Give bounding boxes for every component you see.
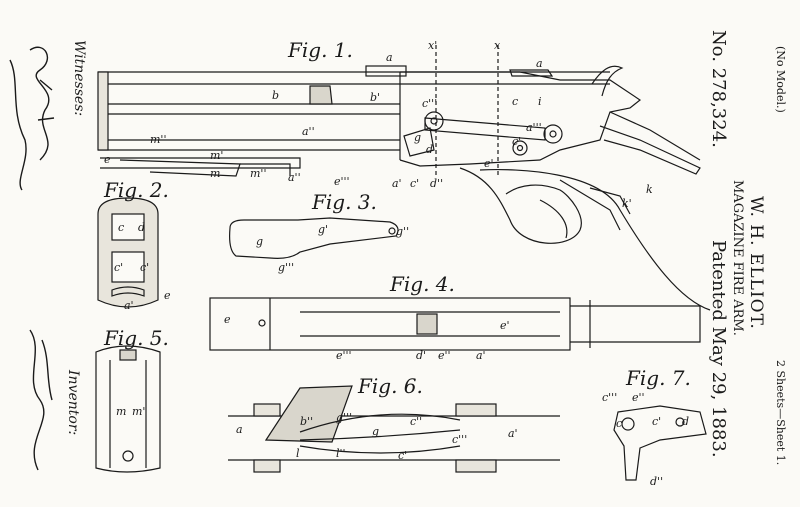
fig1-ref-letter: d bbox=[426, 143, 434, 156]
fig1-ref-letter: e bbox=[104, 153, 111, 166]
fig1-ref-letter: g bbox=[414, 131, 422, 144]
fig1-ref-letter: i bbox=[538, 95, 542, 108]
fig1-ref-letter: a'' bbox=[302, 125, 315, 138]
fig5-ref-letter: m bbox=[116, 405, 127, 418]
fig2-ref-letter: c' bbox=[140, 261, 150, 274]
fig6-ref-letter: l bbox=[296, 447, 300, 460]
fig1-ref-letter: c''' bbox=[422, 97, 438, 110]
fig4-ref-letter: e bbox=[224, 313, 231, 326]
fig6-ref-letter: a bbox=[236, 423, 243, 436]
fig1-title: Fig. 1. bbox=[288, 38, 353, 62]
fig2-ref-letter: c' bbox=[114, 261, 124, 274]
patent-number: No. 278,324. bbox=[708, 30, 729, 148]
fig2-ref-letter: d bbox=[138, 221, 146, 234]
fig3-title: Fig. 3. bbox=[312, 190, 377, 214]
fig5-drawing bbox=[95, 345, 161, 473]
fig3-ref-letter: g bbox=[256, 235, 264, 248]
fig1-ref-letter: a''' bbox=[526, 121, 542, 134]
fig2-ref-letter: c bbox=[118, 221, 125, 234]
model-note: (No Model.) bbox=[774, 46, 787, 113]
fig6-title: Fig. 6. bbox=[358, 374, 423, 398]
fig4-title: Fig. 4. bbox=[390, 272, 455, 296]
patent-date: Patented May 29, 1883. bbox=[708, 240, 729, 458]
fig5-ref-letter: m' bbox=[132, 405, 146, 418]
fig6-ref-letter: l'' bbox=[336, 447, 346, 460]
fig1-ref-letter: a bbox=[386, 51, 393, 64]
fig3-drawing bbox=[229, 217, 399, 259]
fig6-ref-letter: g''' bbox=[336, 411, 353, 424]
inventor-signature bbox=[29, 329, 53, 471]
fig1-ref-letter: e' bbox=[484, 157, 494, 170]
fig1-ref-letter: m'' bbox=[150, 133, 167, 146]
fig7-ref-letter: c bbox=[616, 417, 623, 430]
fig6-ref-letter: b'' bbox=[300, 415, 314, 428]
fig1-ref-letter: k' bbox=[622, 197, 632, 210]
fig2-drawing bbox=[97, 197, 159, 308]
fig7-ref-letter: d bbox=[682, 415, 690, 428]
witnesses-label: Witnesses: bbox=[71, 40, 87, 117]
fig2-ref-letter: a' bbox=[124, 299, 134, 312]
fig3-ref-letter: g' bbox=[318, 223, 329, 236]
inventor-label: Inventor: bbox=[65, 370, 81, 436]
fig4-ref-letter: a' bbox=[476, 349, 486, 362]
fig1-ref-letter: a'' bbox=[288, 171, 301, 184]
witness-signatures bbox=[9, 46, 55, 191]
fig4-ref-letter: e''' bbox=[336, 349, 352, 362]
fig1-ref-letter: a bbox=[536, 57, 543, 70]
fig1-ref-letter: x bbox=[494, 39, 501, 52]
fig1-drawing bbox=[97, 45, 711, 311]
fig1-ref-letter: c' bbox=[410, 177, 420, 190]
fig2-ref-letter: e bbox=[164, 289, 171, 302]
inventor-name: W. H. ELLIOT. bbox=[746, 196, 766, 330]
fig7-drawing bbox=[613, 405, 707, 481]
fig1-ref-letter: c bbox=[512, 95, 519, 108]
fig7-ref-letter: d'' bbox=[650, 475, 664, 488]
fig6-ref-letter: c''' bbox=[452, 433, 468, 446]
fig1-ref-letter: d'' bbox=[430, 177, 444, 190]
fig1-ref-letter: x' bbox=[428, 39, 438, 52]
fig7-ref-letter: e'' bbox=[632, 391, 645, 404]
fig6-ref-letter: g bbox=[372, 425, 380, 438]
fig6-ref-letter: c' bbox=[398, 449, 408, 462]
fig3-ref-letter: g''' bbox=[278, 261, 295, 274]
fig7-ref-letter: c''' bbox=[602, 391, 618, 404]
fig1-ref-letter: c' bbox=[512, 135, 522, 148]
fig1-ref-letter: k bbox=[646, 183, 653, 196]
fig3-ref-letter: g'' bbox=[396, 225, 410, 238]
fig4-ref-letter: e'' bbox=[438, 349, 451, 362]
fig1-ref-letter: e''' bbox=[334, 175, 350, 188]
sheet-count: 2 Sheets—Sheet 1. bbox=[774, 360, 787, 466]
fig1-ref-letter: m' bbox=[210, 149, 224, 162]
fig1-ref-letter: m bbox=[210, 167, 221, 180]
fig7-title: Fig. 7. bbox=[626, 366, 691, 390]
fig1-ref-letter: b' bbox=[370, 91, 381, 104]
fig5-title: Fig. 5. bbox=[104, 326, 169, 350]
fig1-ref-letter: a' bbox=[392, 177, 402, 190]
fig6-drawing bbox=[228, 385, 560, 473]
fig6-ref-letter: c'' bbox=[410, 415, 423, 428]
fig4-drawing bbox=[209, 297, 701, 351]
fig1-ref-letter: b bbox=[272, 89, 280, 102]
fig2-title: Fig. 2. bbox=[104, 178, 169, 202]
fig1-ref-letter: m'' bbox=[250, 167, 267, 180]
invention-title: MAGAZINE FIRE ARM. bbox=[730, 180, 745, 336]
fig4-ref-letter: d' bbox=[416, 349, 427, 362]
fig7-ref-letter: c' bbox=[652, 415, 662, 428]
fig6-ref-letter: a' bbox=[508, 427, 518, 440]
fig4-ref-letter: e' bbox=[500, 319, 510, 332]
